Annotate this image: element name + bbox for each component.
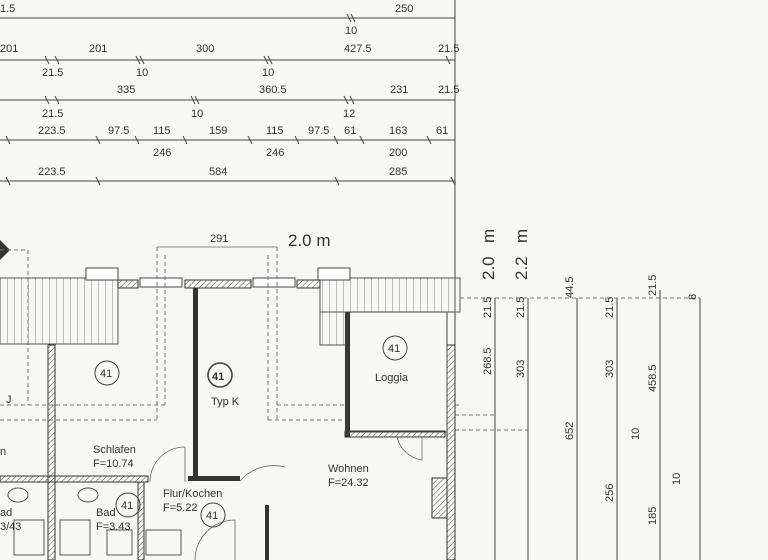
dim-label: 10 <box>671 473 683 485</box>
dim-label: 21.5 <box>604 297 616 318</box>
dim-label: 303 <box>604 360 616 378</box>
dim-label: 61 <box>436 125 448 137</box>
dim-label: 1.5 <box>0 3 15 15</box>
dim-label: 458.5 <box>647 364 659 392</box>
dim-label: 335 <box>117 84 135 96</box>
dim-label: 256 <box>604 484 616 502</box>
dim-label: 427.5 <box>344 43 372 55</box>
marker-circle <box>115 492 141 518</box>
dim-label: 115 <box>266 125 284 137</box>
dim-label: 10 <box>630 428 642 440</box>
room-name-schlafen: Schlafen <box>93 444 136 456</box>
marker-circle <box>94 360 120 386</box>
dim-label: 223.5 <box>38 125 66 137</box>
dim-label: 200 <box>389 147 407 159</box>
dim-label: 21.5 <box>42 67 63 79</box>
dim-label: 268.5 <box>482 347 494 375</box>
type-number: 41 <box>212 371 224 383</box>
dim-label: 97.5 <box>308 125 329 137</box>
room-area-schlafen: F=10.74 <box>93 458 134 470</box>
dimension-labels-right: m m 2.0 2.2 21.5 21.5 268.5 303 44.5 21.… <box>479 229 699 525</box>
dim-label: 231 <box>390 84 408 96</box>
dim-label: 10 <box>345 25 357 37</box>
marker-label: 41 <box>206 510 218 522</box>
marker-label: 41 <box>121 500 133 512</box>
dim-label: 246 <box>266 147 284 159</box>
dim-label: 250 <box>395 3 413 15</box>
dim-label: 223.5 <box>38 166 66 178</box>
dim-label: 21.5 <box>647 275 659 296</box>
dim-label: 8 <box>687 294 699 300</box>
dim-label: 201 <box>0 43 18 55</box>
room-name-bad: Bad <box>96 507 116 519</box>
room-area-flur-kochen: F=5.22 <box>163 502 198 514</box>
type-label: Typ K <box>211 396 240 408</box>
dim-label: 285 <box>389 166 407 178</box>
room-area-wohnen: F=24.32 <box>328 477 369 489</box>
partial-room-label: J <box>6 394 12 406</box>
dim-label: 10 <box>191 108 203 120</box>
room-name-wohnen: Wohnen <box>328 463 369 475</box>
type-marker-circle <box>207 362 233 388</box>
dim-label: 10 <box>262 67 274 79</box>
height-line-label: 2.0 m <box>288 231 331 250</box>
dim-label: 246 <box>153 147 171 159</box>
dim-label: 652 <box>564 422 576 440</box>
marker-label: 41 <box>100 368 112 380</box>
dim-label: 115 <box>153 125 171 137</box>
dim-label: 21.5 <box>438 43 459 55</box>
room-name-flur-kochen: Flur/Kochen <box>163 488 222 500</box>
dim-label: 584 <box>209 166 227 178</box>
dim-label: 97.5 <box>108 125 129 137</box>
dim-label: 12 <box>343 108 355 120</box>
plan-labels: 291 2.0 m 41 41 Typ K 41 41 41 J n ad 3/… <box>0 231 409 533</box>
marker-label: 41 <box>388 343 400 355</box>
dim-label: m <box>479 229 498 243</box>
room-name-loggia: Loggia <box>375 372 409 384</box>
partial-bad-label: ad <box>0 507 12 519</box>
window-width-label: 291 <box>210 233 228 245</box>
dim-label: 2.0 <box>479 256 498 280</box>
dim-label: 21.5 <box>515 297 527 318</box>
dim-label: 44.5 <box>564 277 576 298</box>
dim-label: 10 <box>136 67 148 79</box>
dim-label: 300 <box>196 43 214 55</box>
dim-label: 303 <box>515 360 527 378</box>
dim-label: 185 <box>647 507 659 525</box>
marker-circle <box>382 335 408 361</box>
dim-label: 159 <box>209 125 227 137</box>
dim-label: 21.5 <box>42 108 63 120</box>
dim-label: 201 <box>89 43 107 55</box>
dim-label: m <box>512 229 531 243</box>
dim-label: 360.5 <box>259 84 287 96</box>
dim-label: 61 <box>344 125 356 137</box>
partial-room-label: n <box>0 446 6 458</box>
dim-label: 2.2 <box>512 256 531 280</box>
dim-label: 21.5 <box>438 84 459 96</box>
partial-bad-area: 3/43 <box>0 521 21 533</box>
building-outline <box>0 240 461 560</box>
dim-label: 21.5 <box>482 297 494 318</box>
dimension-labels-top: 1.5 250 10 201 201 300 427.5 21.5 21.5 1… <box>0 3 459 178</box>
dimension-lines-right <box>455 290 701 560</box>
marker-circle <box>200 502 226 528</box>
dim-label: 163 <box>389 125 407 137</box>
room-area-bad: F=3.43 <box>96 521 131 533</box>
